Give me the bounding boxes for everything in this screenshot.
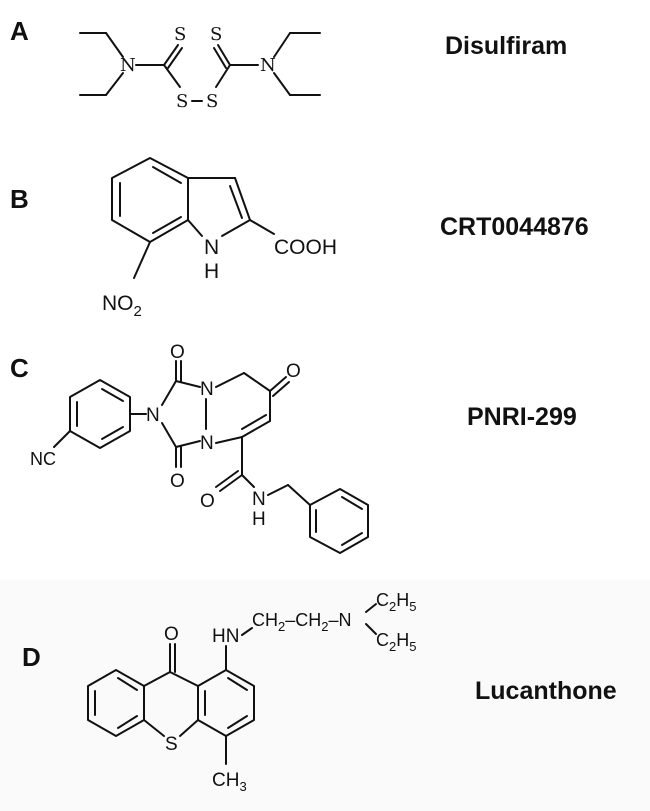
disulfiram-structure: N S S S S N [79, 24, 321, 112]
atom-label: S [176, 91, 188, 112]
panel-d: D O S CH3 HN CH2–CH2–N C2H5 C2H5 Lucant [0, 580, 650, 811]
atom-label: N [146, 405, 160, 426]
atom-label: NC [30, 449, 56, 469]
atom-label: C2H5 [376, 590, 416, 614]
atom-label: N [204, 236, 219, 259]
atom-label: S [165, 734, 178, 755]
compound-name: Disulfiram [445, 32, 568, 60]
atom-label: O [164, 624, 179, 645]
atom-label: C2H5 [376, 630, 416, 654]
pnri-299-structure: NC N N N O O O O N H [30, 342, 369, 554]
atom-label: H [204, 260, 219, 283]
lucanthone-structure: O S CH3 HN CH2–CH2–N C2H5 C2H5 [87, 590, 416, 794]
panel-letter: D [22, 642, 41, 672]
atom-label: CH3 [212, 770, 247, 794]
atom-label: N [200, 433, 214, 454]
atom-label: S [174, 24, 186, 45]
atom-label: N [120, 55, 136, 76]
panel-letter: A [10, 16, 29, 46]
atom-label: N [200, 379, 214, 400]
atom-label: S [206, 91, 218, 112]
atom-label: N [252, 489, 266, 510]
atom-label: N [260, 55, 276, 76]
panel-letter: B [10, 184, 29, 214]
atom-label: O [200, 491, 215, 512]
atom-label: O [170, 471, 185, 492]
crt0044876-structure: N H COOH NO2 [102, 157, 337, 320]
atom-label: COOH [274, 236, 337, 259]
compound-name: Lucanthone [475, 677, 617, 705]
compound-name: PNRI-299 [467, 403, 577, 431]
panel-a: A N S S S S N Disulfiram [0, 0, 650, 150]
atom-label: S [210, 24, 222, 45]
atom-label: CH2–CH2–N [252, 610, 352, 634]
atom-label: O [286, 361, 301, 382]
atom-label: HN [212, 626, 239, 647]
atom-label: NO2 [102, 292, 142, 320]
panel-letter: C [10, 353, 29, 383]
compound-name: CRT0044876 [440, 213, 589, 241]
panel-b: B N H COOH NO2 CRT0044876 [0, 150, 650, 330]
atom-label: H [252, 509, 266, 530]
panel-c: C NC N N N O O O [0, 325, 650, 570]
atom-label: O [170, 342, 185, 363]
